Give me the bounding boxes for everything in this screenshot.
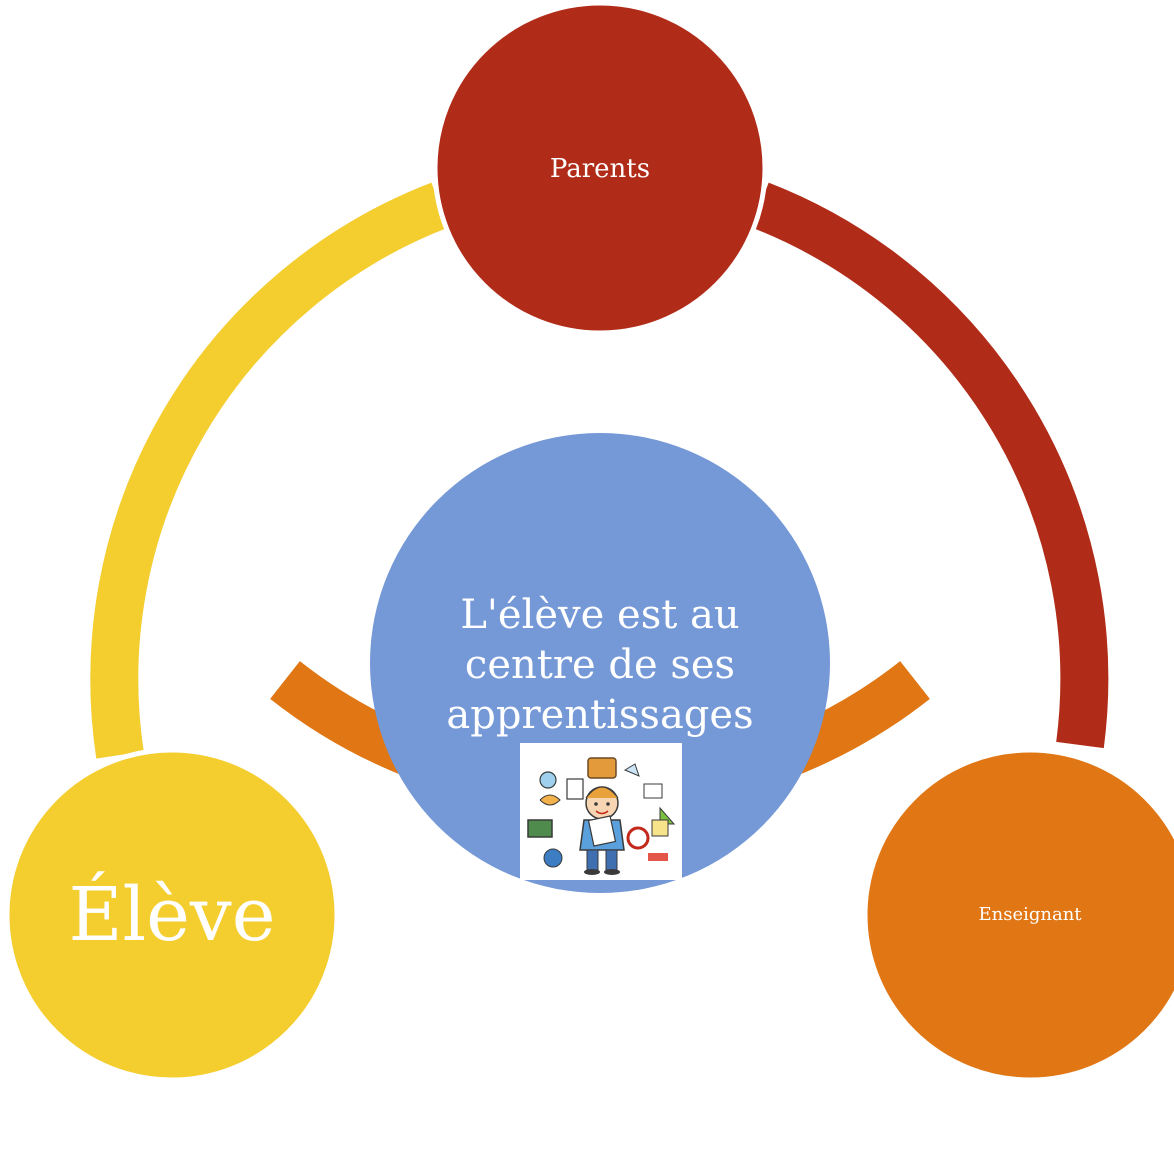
node-eleve-label: Élève [68,870,275,958]
node-enseignant-label: Enseignant [978,904,1082,925]
center-circle [370,433,830,893]
node-eleve [4,747,340,1083]
center-text-line-1: L'élève est au [460,592,739,638]
node-enseignant [862,747,1174,1083]
center-text-line-3: apprentissages [446,692,753,738]
center-text-line-2: centre de ses [465,642,735,688]
node-parents [432,0,768,336]
arc-eleve-to-parents [90,182,449,759]
node-parents-label: Parents [550,154,650,184]
arc-parents-to-enseignant [751,182,1109,749]
child-illustration [520,743,682,880]
